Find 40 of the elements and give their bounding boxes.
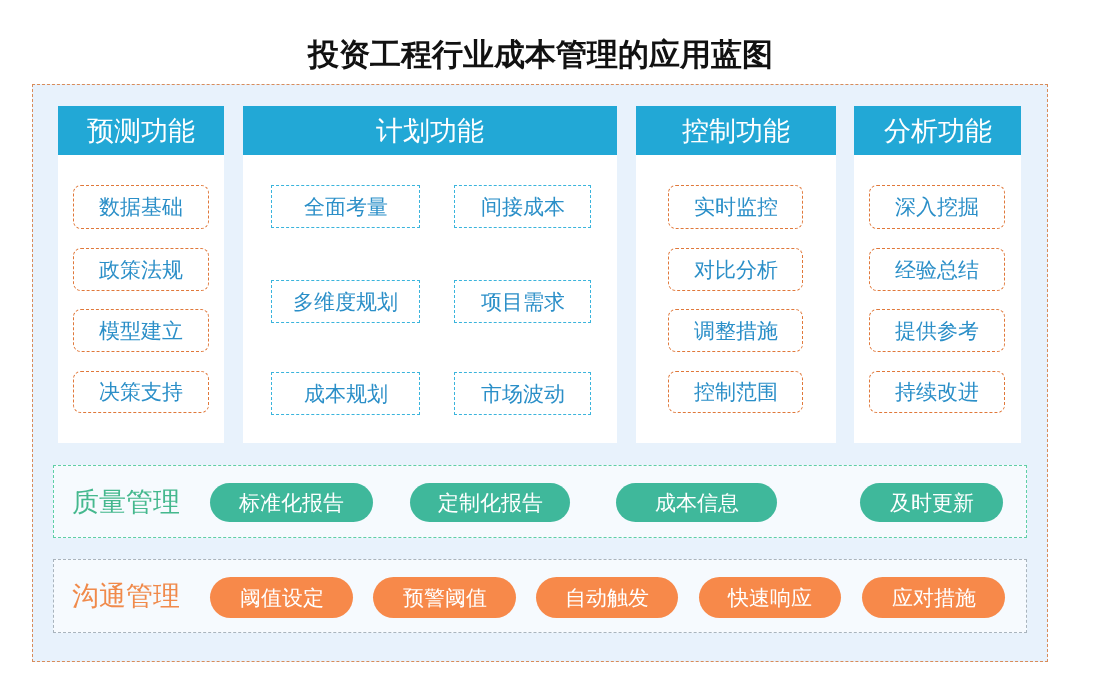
item-box: 实时监控	[668, 185, 803, 229]
item-box: 数据基础	[73, 185, 209, 229]
function-panel	[636, 106, 836, 443]
item-box: 提供参考	[869, 309, 1005, 352]
item-box: 控制范围	[668, 371, 803, 413]
panel-header: 控制功能	[636, 106, 836, 155]
panel-header: 预测功能	[58, 106, 224, 155]
item-box: 多维度规划	[271, 280, 420, 323]
band-title: 质量管理	[72, 484, 180, 519]
pill-label: 自动触发	[536, 577, 678, 618]
band-title: 沟通管理	[72, 579, 180, 613]
item-box: 市场波动	[454, 372, 591, 415]
title: 投资工程行业成本管理的应用蓝图	[306, 35, 774, 74]
item-box: 项目需求	[454, 280, 591, 323]
item-box: 全面考量	[271, 185, 420, 228]
item-box: 深入挖掘	[869, 185, 1005, 229]
pill-label: 成本信息	[616, 483, 777, 522]
item-box: 间接成本	[454, 185, 591, 228]
pill-label: 快速响应	[699, 577, 841, 618]
function-panel	[58, 106, 224, 443]
category-band	[53, 465, 1027, 538]
item-box: 政策法规	[73, 248, 209, 291]
function-panel	[854, 106, 1021, 443]
item-box: 持续改进	[869, 371, 1005, 413]
pill-label: 应对措施	[862, 577, 1005, 618]
item-box: 模型建立	[73, 309, 209, 352]
item-box: 调整措施	[668, 309, 803, 352]
pill-label: 预警阈值	[373, 577, 516, 618]
pill-label: 定制化报告	[410, 483, 570, 522]
pill-label: 及时更新	[860, 483, 1003, 522]
function-panel	[243, 106, 617, 443]
panel-header: 计划功能	[243, 106, 617, 155]
item-box: 成本规划	[271, 372, 420, 415]
panel-header: 分析功能	[854, 106, 1021, 155]
pill-label: 标准化报告	[210, 483, 373, 522]
item-box: 经验总结	[869, 248, 1005, 291]
pill-label: 阈值设定	[210, 577, 353, 618]
category-band	[53, 559, 1027, 633]
item-box: 对比分析	[668, 248, 803, 291]
item-box: 决策支持	[73, 371, 209, 413]
